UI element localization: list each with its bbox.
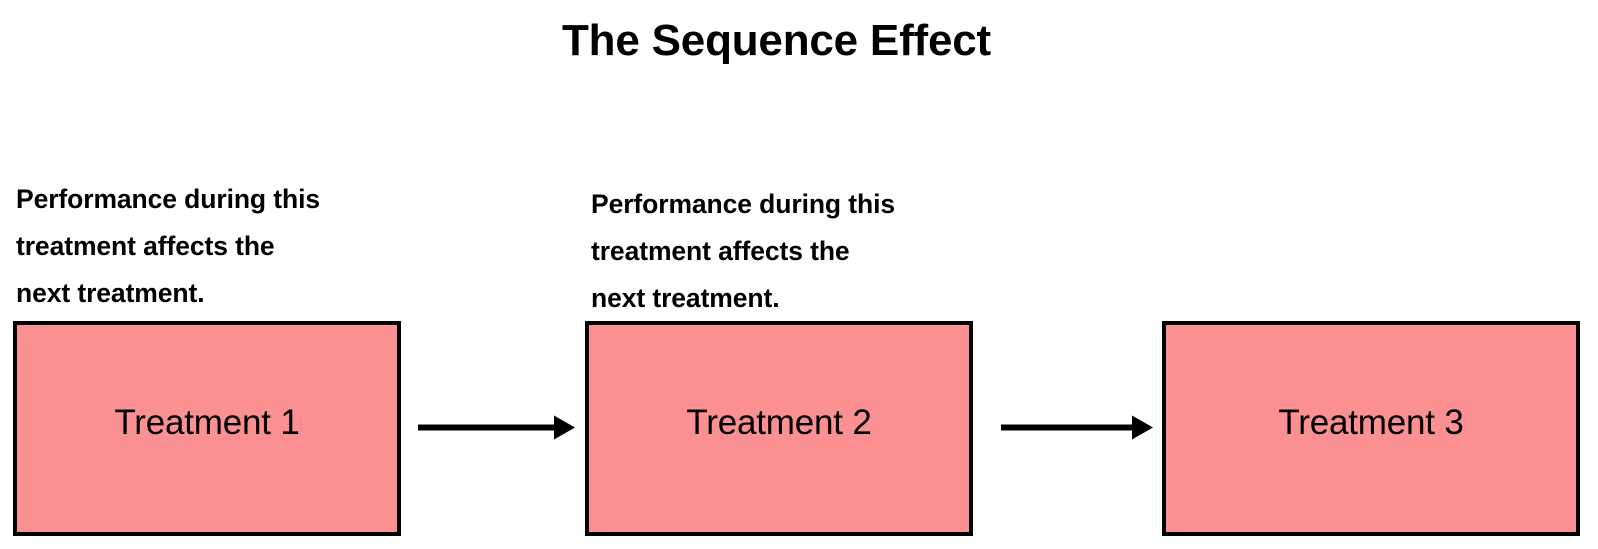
caption-treatment-1: Performance during this treatment affect…	[16, 184, 320, 308]
treatment-box-2-label: Treatment 2	[686, 403, 872, 442]
treatment-box-3[interactable]: Treatment 3	[1162, 321, 1580, 536]
page-title: The Sequence Effect	[562, 16, 991, 65]
arrow-right-icon-1	[418, 410, 578, 446]
treatment-box-2[interactable]: Treatment 2	[585, 321, 973, 536]
treatment-box-1[interactable]: Treatment 1	[13, 321, 401, 536]
caption-treatment-2: Performance during this treatment affect…	[591, 189, 895, 313]
treatment-box-3-label: Treatment 3	[1278, 403, 1464, 442]
treatment-box-1-label: Treatment 1	[114, 403, 300, 442]
arrow-right-icon-2	[1001, 410, 1156, 446]
